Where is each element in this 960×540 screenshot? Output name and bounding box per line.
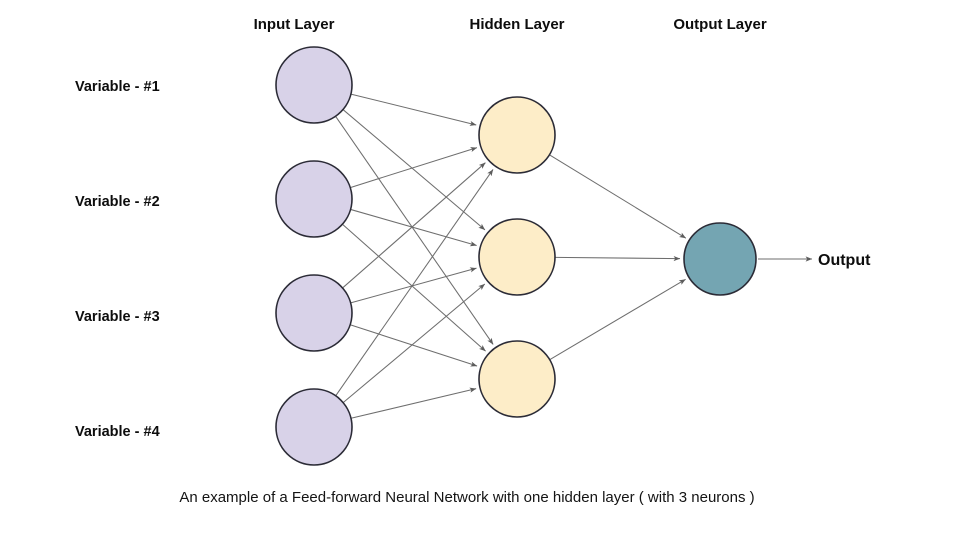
- layer-title-input: Input Layer: [253, 16, 335, 33]
- edge-input2-hidden2: [350, 208, 477, 247]
- layer-title-output: Output Layer: [673, 16, 767, 33]
- input-variable-label-3: Variable - #3: [75, 309, 160, 325]
- nodes-group: [275, 46, 757, 466]
- edge-input4-hidden2: [342, 283, 486, 404]
- edge-hidden1-output1: [549, 154, 687, 239]
- hidden-node-2: [478, 218, 556, 296]
- edge-hidden2-output1: [554, 255, 681, 262]
- edge-input1-hidden1: [350, 93, 477, 126]
- edge-input1-hidden3: [335, 115, 494, 345]
- edge-hidden3-output1: [549, 278, 686, 361]
- input-variable-label-2: Variable - #2: [75, 194, 160, 210]
- edge-input3-hidden1: [342, 162, 486, 289]
- input-node-1: [275, 46, 353, 124]
- input-node-3: [275, 274, 353, 352]
- input-node-2: [275, 160, 353, 238]
- edges-group: [335, 93, 687, 419]
- edge-input3-hidden3: [349, 324, 478, 367]
- edge-input4-hidden1: [335, 169, 494, 397]
- edge-input4-hidden3: [350, 387, 477, 419]
- edge-input1-hidden2: [342, 109, 486, 231]
- input-node-4: [275, 388, 353, 466]
- input-variable-label-4: Variable - #4: [75, 424, 160, 440]
- hidden-node-1: [478, 96, 556, 174]
- hidden-node-3: [478, 340, 556, 418]
- layer-title-hidden: Hidden Layer: [469, 16, 565, 33]
- diagram-caption: An example of a Feed-forward Neural Netw…: [179, 489, 755, 506]
- edge-input3-hidden2: [350, 267, 477, 304]
- output-label: Output: [818, 252, 871, 269]
- edge-input2-hidden3: [342, 223, 486, 352]
- edge-input2-hidden1: [350, 147, 478, 189]
- output-node-1: [683, 222, 757, 296]
- input-variable-label-1: Variable - #1: [75, 79, 160, 95]
